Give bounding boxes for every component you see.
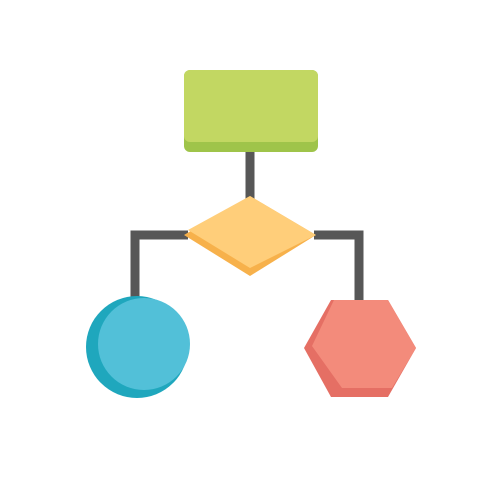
connector-decision-hexagon: [314, 230, 364, 302]
preparation-hexagon: [304, 300, 416, 397]
connector-decision-terminal: [130, 230, 188, 300]
preparation-hexagon-face: [312, 300, 416, 388]
terminal-circle-face: [98, 298, 190, 390]
decision-diamond-face: [188, 196, 316, 268]
process-box: [184, 70, 318, 152]
decision-diamond: [184, 196, 316, 276]
terminal-circle: [86, 296, 190, 398]
connectors: [130, 145, 364, 302]
process-box-face: [184, 70, 318, 142]
